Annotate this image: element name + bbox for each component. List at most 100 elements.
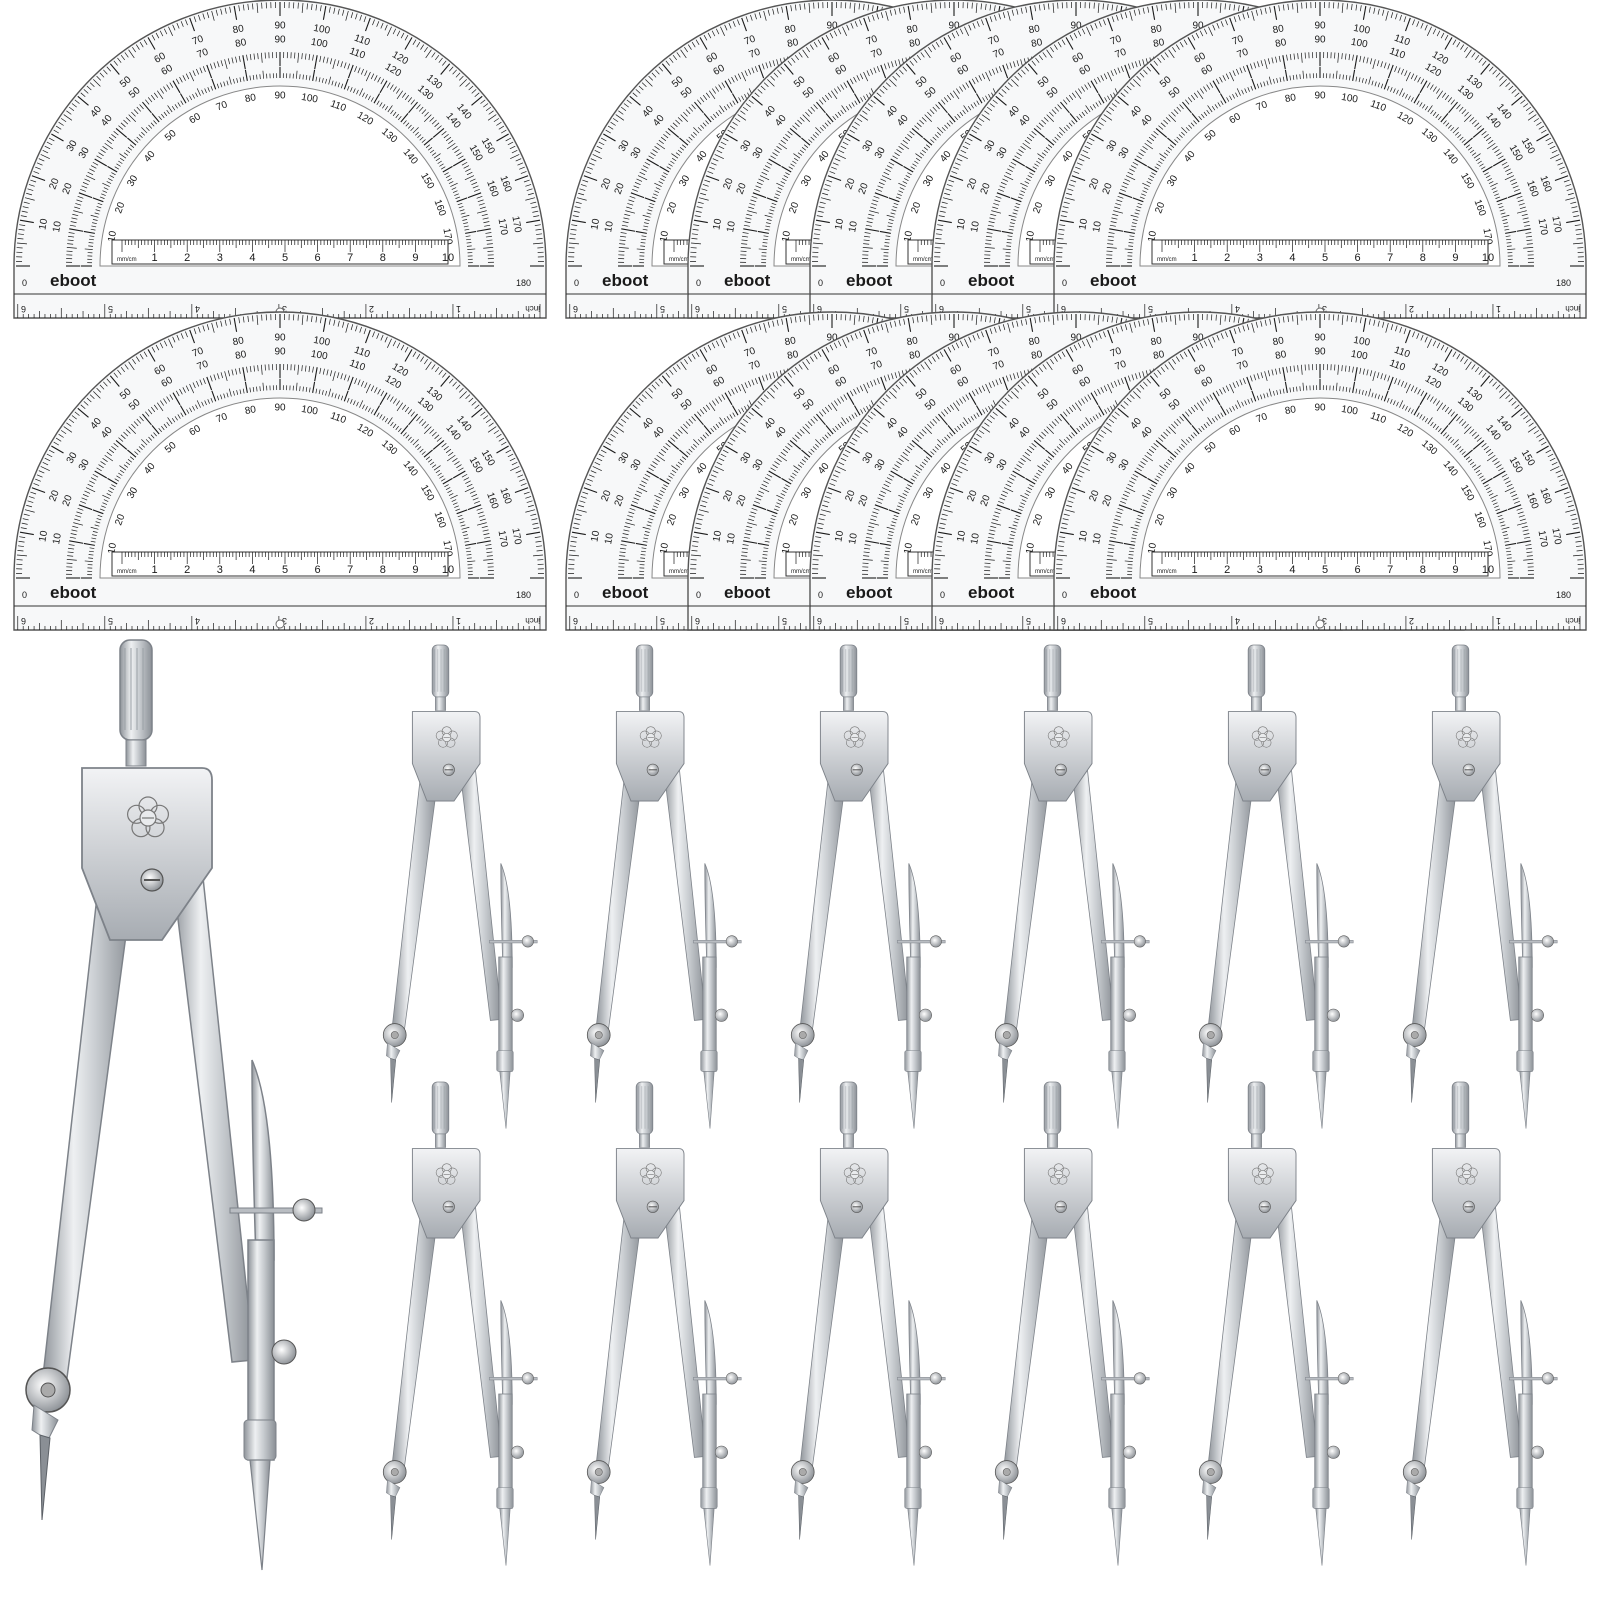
left-leg <box>595 1200 643 1478</box>
degree-label: 100 <box>312 335 331 349</box>
degree-label: 30 <box>617 450 632 466</box>
right-leg <box>866 763 911 1021</box>
cm-label: 1 <box>1192 252 1198 264</box>
inch-label: 6 <box>1061 616 1066 626</box>
inch-label: 6 <box>817 304 822 314</box>
hinge-head <box>1227 1148 1297 1239</box>
degree-label: 70 <box>1231 33 1246 47</box>
degree-label: 30 <box>921 173 936 189</box>
adjust-wheel-icon <box>1541 935 1554 948</box>
compass-large <box>25 639 323 1571</box>
right-leg <box>866 1200 911 1458</box>
cm-label: 3 <box>1257 564 1263 576</box>
degree-label: 70 <box>748 47 763 61</box>
degree-label: 20 <box>844 176 858 191</box>
needle-tip-left <box>390 1495 397 1540</box>
right-leg <box>1274 1200 1319 1458</box>
compass-small <box>1402 644 1558 1129</box>
degree-label: 30 <box>77 145 92 161</box>
inch-label: 2 <box>1409 304 1414 314</box>
degree-label: 20 <box>979 181 993 196</box>
degree-label: 100 <box>1350 37 1369 51</box>
cm-label: 5 <box>1322 564 1328 576</box>
degree-label: 100 <box>300 404 319 418</box>
degree-label: 10 <box>603 220 616 233</box>
degree-label: 160 <box>1472 198 1488 218</box>
left-leg <box>799 1200 847 1478</box>
cm-label: 7 <box>347 564 353 576</box>
degree-label: 70 <box>870 359 885 373</box>
needle-tip-left <box>594 1058 601 1103</box>
lead-holder-blade <box>704 863 717 968</box>
degree-label: 70 <box>1236 47 1251 61</box>
degree-label: 90 <box>948 21 960 32</box>
inch-label: 6 <box>573 304 578 314</box>
degree-label: 30 <box>995 145 1010 161</box>
cm-label: 4 <box>249 252 255 264</box>
degree-label: 70 <box>191 33 206 47</box>
degree-label: 110 <box>1393 345 1412 361</box>
needle-tip-left <box>798 1058 805 1103</box>
degree-label: 10 <box>589 529 602 542</box>
clamp-screw-icon <box>1326 1445 1340 1459</box>
hinge-head <box>819 711 889 802</box>
cm-label: 3 <box>1257 252 1263 264</box>
degree-label: 30 <box>751 145 766 161</box>
degree-label: 20 <box>909 200 923 215</box>
degree-label: 90 <box>1314 35 1326 46</box>
needle-tip-left <box>1410 1495 1417 1540</box>
unit-metric-label: mm/cm <box>913 257 933 263</box>
degree-label: 110 <box>329 98 348 114</box>
inch-label: 5 <box>904 616 909 626</box>
lead-holder-blade <box>1112 1300 1125 1405</box>
degree-label: 20 <box>735 181 749 196</box>
inch-label: 6 <box>939 304 944 314</box>
adjust-wheel-icon <box>1133 1372 1146 1385</box>
adjust-wheel-icon <box>929 1372 942 1385</box>
needle-tip-right <box>249 1459 271 1571</box>
degree-label: 30 <box>1165 485 1180 501</box>
degree-label: 60 <box>712 375 728 390</box>
cm-label: 8 <box>1420 564 1426 576</box>
degree-label: 30 <box>799 485 814 501</box>
degree-label: 60 <box>1078 63 1094 78</box>
degree-label: 10 <box>1077 529 1090 542</box>
degree-label: 170 <box>496 218 510 237</box>
degree-label: 20 <box>613 181 627 196</box>
cm-label: 1 <box>152 564 158 576</box>
degree-label: 70 <box>1109 345 1124 359</box>
degree-label: 10 <box>725 532 738 545</box>
brand-logo-text: eboot <box>1090 271 1137 290</box>
degree-label: 20 <box>722 488 736 503</box>
zero-label: 0 <box>1062 590 1067 600</box>
degree-label: 60 <box>956 63 972 78</box>
lead-holder-blade <box>704 1300 717 1405</box>
hinge-head <box>81 767 213 941</box>
clamp-screw-icon <box>918 1445 932 1459</box>
zero-label: 0 <box>574 278 579 288</box>
left-leg <box>799 763 847 1041</box>
degree-label: 70 <box>1236 359 1251 373</box>
left-leg <box>1207 1200 1255 1478</box>
lead-holder-blade <box>1112 863 1125 968</box>
degree-label: 60 <box>1071 51 1087 66</box>
hinge-head <box>819 1148 889 1239</box>
inch-label: 5 <box>660 304 665 314</box>
right-leg <box>458 1200 503 1458</box>
compass-small-grid <box>382 644 1558 1566</box>
inch-label: 5 <box>782 304 787 314</box>
degree-label: 20 <box>1031 512 1045 527</box>
degree-label: 20 <box>787 512 801 527</box>
needle-tip-left <box>39 1434 51 1521</box>
degree-label: 60 <box>827 363 843 378</box>
degree-label: 30 <box>1105 450 1120 466</box>
adjust-wheel-icon <box>725 935 738 948</box>
cm-label: 7 <box>347 252 353 264</box>
degree-label: 30 <box>617 138 632 154</box>
degree-label: 20 <box>1031 200 1045 215</box>
flower-logo-icon <box>435 1163 458 1185</box>
degree-label: 60 <box>188 423 204 438</box>
degree-label: 30 <box>873 145 888 161</box>
